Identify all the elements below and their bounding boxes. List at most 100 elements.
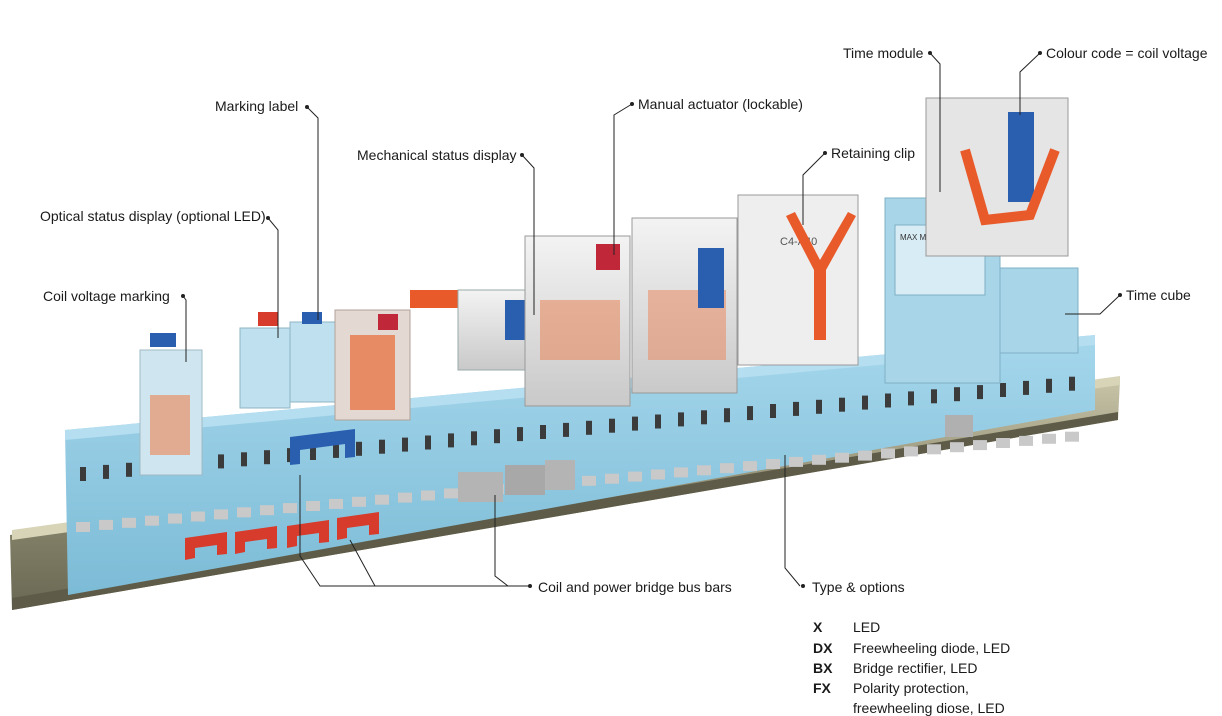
- terminal-slot: [310, 446, 316, 460]
- leader-lines: [182, 52, 1121, 587]
- terminal-foot: [950, 442, 964, 453]
- terminal-slot: [885, 393, 891, 408]
- terminal-foot: [191, 511, 205, 522]
- terminal-slot: [471, 431, 477, 446]
- blue-bus-bar: [290, 429, 355, 465]
- terminal-foot: [145, 515, 159, 526]
- terminal-foot: [812, 454, 826, 465]
- time-cube: [999, 267, 1079, 354]
- terminal-slot: [908, 391, 914, 406]
- terminal-slot: [563, 422, 569, 437]
- terminal-foot: [904, 446, 918, 457]
- label-manual-actuator: Manual actuator (lockable): [638, 96, 803, 112]
- terminal-slot: [770, 404, 776, 418]
- terminal-slot: [747, 406, 753, 421]
- terminal-foot: [766, 459, 780, 469]
- terminal-slot: [655, 414, 661, 429]
- label-colour-code: Colour code = coil voltage: [1046, 45, 1208, 61]
- terminal-foot: [306, 501, 320, 511]
- terminal-foot: [283, 503, 297, 514]
- terminal-slot: [954, 387, 960, 402]
- terminal-slot: [839, 397, 845, 412]
- terminal-foot: [674, 467, 688, 478]
- terminal-slot: [80, 467, 86, 481]
- terminal-slot: [494, 429, 500, 444]
- terminal-slot: [103, 464, 109, 479]
- grey-bus-bars: [458, 415, 973, 502]
- terminal-foot: [168, 513, 182, 524]
- legend-desc: Bridge rectifier, LED: [853, 660, 978, 676]
- terminal-slot: [379, 439, 385, 454]
- terminal-foot: [214, 509, 228, 520]
- legend-desc: Polarity protection,: [853, 680, 969, 696]
- label-bus-bars: Coil and power bridge bus bars: [538, 579, 732, 595]
- terminal-slot: [218, 454, 224, 469]
- terminal-foot: [1065, 431, 1079, 442]
- terminal-slot: [793, 401, 799, 416]
- terminal-foot: [927, 444, 941, 455]
- label-mechanical-status-display: Mechanical status display: [357, 147, 517, 163]
- leader-dots: [181, 51, 1122, 588]
- terminal-slot: [356, 441, 362, 456]
- terminal-foot: [444, 488, 458, 499]
- legend-desc: LED: [853, 619, 881, 635]
- legend-desc: Freewheeling diode, LED: [853, 640, 1011, 656]
- terminal-slot: [448, 433, 454, 448]
- terminal-slot: [609, 418, 615, 433]
- small-relay-left: [139, 333, 203, 476]
- terminal-foot: [1042, 433, 1056, 444]
- label-optical-status-display: Optical status display (optional LED): [40, 208, 266, 224]
- legend-code: BX: [813, 660, 833, 676]
- terminal-slot: [931, 389, 937, 404]
- terminal-foot: [237, 507, 251, 518]
- relay-colour-code: [925, 97, 1069, 257]
- terminal-slot: [333, 443, 339, 458]
- terminal-foot: [628, 471, 642, 482]
- terminal-foot: [329, 498, 343, 509]
- terminal-slot: [126, 462, 132, 477]
- terminal-foot: [789, 456, 803, 467]
- terminal-foot: [651, 469, 665, 480]
- relay-manual-actuator: [524, 235, 631, 407]
- terminal-slot: [701, 410, 707, 425]
- terminal-foot: [1019, 435, 1033, 446]
- terminal-slot: [1000, 383, 1006, 397]
- terminal-foot: [582, 475, 596, 486]
- terminal-foot: [76, 522, 90, 532]
- terminal-foot: [122, 517, 136, 528]
- red-bus-bars: [185, 512, 379, 560]
- terminal-slot: [1069, 376, 1075, 391]
- terminal-foot: [835, 452, 849, 463]
- terminal-foot: [99, 519, 113, 530]
- terminal-slot: [540, 425, 546, 439]
- terminal-foot: [720, 463, 734, 474]
- legend-code: X: [813, 619, 823, 635]
- label-retaining-clip: Retaining clip: [831, 145, 916, 161]
- terminal-slot: [1046, 378, 1052, 393]
- label-time-module: Time module: [843, 45, 924, 61]
- terminal-slot: [425, 435, 431, 450]
- terminal-slot: [517, 427, 523, 442]
- terminal-foot: [352, 496, 366, 507]
- terminal-foot: [697, 465, 711, 476]
- terminal-foot: [973, 440, 987, 451]
- terminal-slot: [977, 385, 983, 400]
- terminal-slot: [724, 408, 730, 423]
- terminal-slot: [678, 412, 684, 427]
- terminal-foot: [260, 505, 274, 516]
- terminal-foot: [881, 448, 895, 459]
- relay-blue-actuator: [631, 217, 738, 394]
- terminal-slot: [241, 452, 247, 467]
- label-coil-voltage-marking: Coil voltage marking: [43, 288, 170, 304]
- legend-code: FX: [813, 680, 831, 696]
- terminal-foot: [421, 490, 435, 501]
- terminal-slot: [264, 450, 270, 465]
- terminal-foot: [605, 473, 619, 484]
- terminal-foot: [398, 492, 412, 503]
- legend-desc-continued: freewheeling diose, LED: [853, 700, 1005, 716]
- terminal-slot: [586, 420, 592, 435]
- relay-with-retaining-clip: C4-A40: [737, 194, 859, 366]
- terminal-slot: [402, 437, 408, 452]
- terminal-slot: [816, 399, 822, 414]
